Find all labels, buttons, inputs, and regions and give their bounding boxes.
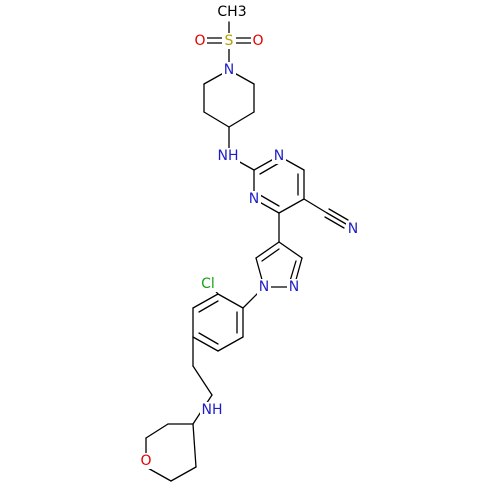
bond-ox-c6-c5 [145, 466, 172, 482]
nitrile-n-label-bg [346, 221, 360, 237]
pyrazole-n2-label-bg [287, 279, 301, 295]
bond-c5-cn [303, 198, 328, 214]
bond-ox-c2-o [145, 423, 169, 439]
bond-cn-triple-b [328, 208, 349, 221]
piperidine-n-atom-label: N [224, 62, 234, 78]
bond-pyr-c2-n3-inner [259, 162, 280, 175]
nitrile-n-atom-label: N [348, 221, 358, 237]
methyl-label: CH3 [217, 4, 246, 20]
bond-pz-n2-c3-inner [289, 260, 297, 282]
pyrimidine-n1-atom-label: N [249, 191, 259, 207]
amine-top-label-bg [216, 148, 240, 164]
bond-pz-c4-c5 [255, 241, 280, 259]
piperidine-n-label-bg [222, 62, 236, 78]
pyrimidine-n1-label-bg [247, 191, 261, 207]
bond-pz-c4-c5-inner [261, 248, 280, 262]
methyl-label-bg [218, 3, 248, 19]
oxygen-left-atom-label: O [194, 33, 205, 49]
chloro-atom-label: Cl [201, 276, 215, 292]
bond-ox-c5-c4 [170, 466, 197, 482]
oxane-o-label-bg [139, 453, 153, 469]
amine-nh-top-label: NH [218, 148, 239, 164]
oxane-o-atom-label: O [140, 453, 151, 469]
bond-pip-c4-c5 [228, 111, 255, 128]
oxygen-right-label-bg [251, 33, 265, 49]
bond-ph-c5-c6 [217, 336, 244, 352]
bond-pz-c3-c4 [278, 241, 303, 259]
bond-pyr-c6-n1-inner [259, 194, 280, 207]
sulfur-atom-label: S [225, 33, 234, 49]
bond-cn-triple-a [326, 212, 347, 225]
atom-label-layer: CH3 S O O N NH N N N N N Cl NH O [139, 3, 360, 469]
pyrimidine-n3-label-bg [272, 148, 286, 164]
bond-ox-c4-c3 [192, 423, 197, 468]
amine-nh-bottom-label: NH [202, 402, 223, 418]
amine-bottom-label-bg [200, 402, 224, 418]
oxygen-right-atom-label: O [252, 33, 263, 49]
chloro-label-bg [198, 276, 218, 292]
bond-ph-c1-c2 [217, 293, 244, 309]
pyrimidine-n3-atom-label: N [274, 148, 284, 164]
sulfur-label-bg [222, 33, 236, 49]
pyrazole-n2-atom-label: N [289, 279, 299, 295]
pyrazole-n1-atom-label: N [259, 279, 269, 295]
pyrazole-n1-label-bg [257, 279, 271, 295]
bond-ch2-nh [192, 365, 213, 396]
bond-ph-c4-c5 [192, 336, 219, 352]
bond-ph-inner-b [198, 300, 219, 313]
bond-pyr-c5-c6 [278, 198, 305, 214]
oxygen-left-label-bg [193, 33, 207, 49]
bond-pip-c3-c4 [203, 111, 230, 128]
bond-ph-c2-c3 [192, 293, 219, 309]
bond-cn-triple-c [324, 216, 345, 229]
bond-ph-inner-c [198, 332, 219, 345]
bond-layer [145, 21, 349, 482]
